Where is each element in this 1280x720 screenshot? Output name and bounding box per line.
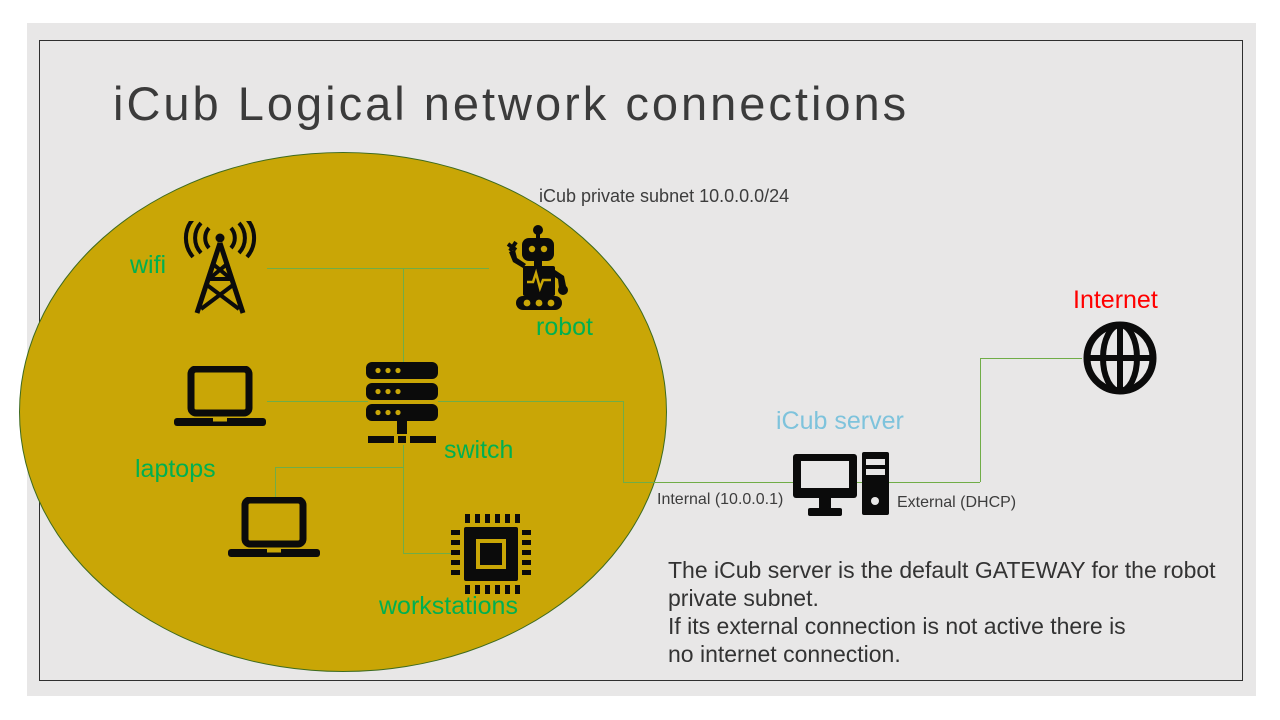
wifi-label: wifi [130, 251, 167, 279]
link-wifi-robot [267, 268, 489, 269]
desktop-computer-icon [793, 452, 895, 518]
workstations-label: workstations [379, 592, 518, 620]
laptops-label: laptops [135, 455, 216, 483]
private-subnet-ellipse [19, 152, 667, 672]
link-to-globe [980, 358, 1082, 359]
page-title: iCub Logical network connections [113, 77, 910, 130]
globe-icon [1081, 319, 1159, 397]
laptop-icon [224, 497, 324, 561]
link-laptop2-horizontal [275, 467, 404, 468]
link-switch-right [438, 401, 623, 402]
robot-icon [496, 224, 578, 310]
gateway-note: The iCub server is the default GATEWAY f… [668, 557, 1216, 667]
subnet-caption: iCub private subnet 10.0.0.0/24 [539, 186, 790, 206]
link-to-workstation [403, 553, 453, 554]
switch-label: switch [444, 436, 514, 464]
external-port-label: External (DHCP) [897, 494, 1017, 511]
antenna-tower-icon [183, 221, 257, 317]
link-laptop-switch [267, 401, 368, 402]
link-up-to-internet [980, 358, 981, 482]
internet-label: Internet [1073, 286, 1158, 314]
link-switch-down [403, 445, 404, 553]
cpu-chip-icon [449, 512, 533, 596]
robot-label: robot [536, 313, 593, 341]
link-down-to-server [623, 401, 624, 482]
link-laptop2-vertical [275, 467, 276, 498]
rack-switch-icon [366, 362, 438, 446]
icub-server-label: iCub server [776, 407, 904, 435]
laptop-icon [170, 366, 270, 430]
link-drop-to-switch [403, 268, 404, 365]
internal-port-label: Internal (10.0.0.1) [657, 491, 784, 508]
